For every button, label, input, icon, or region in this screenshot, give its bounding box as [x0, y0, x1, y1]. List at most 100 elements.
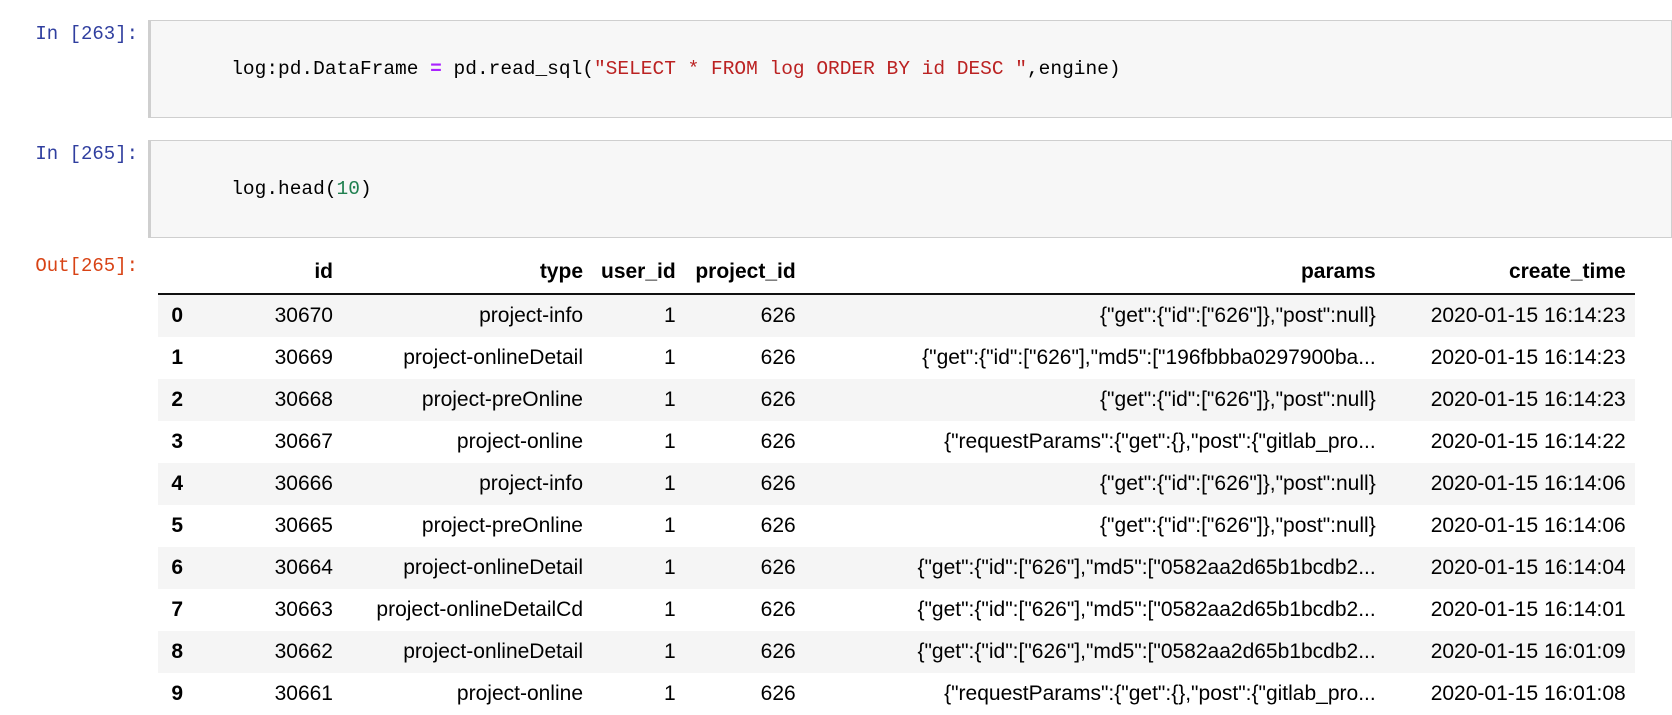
cell-user_id: 1: [664, 304, 676, 327]
code-cell-1[interactable]: In [263]: log:pd.DataFrame = pd.read_sql…: [0, 20, 1672, 118]
code-line-2: log.head(10): [231, 178, 371, 200]
cell-create_time: 2020-01-15 16:14:23: [1430, 304, 1626, 327]
cell-type: project-online: [456, 430, 583, 453]
code-line-1: log:pd.DataFrame = pd.read_sql("SELECT *…: [231, 58, 1120, 80]
row-index: 2: [171, 388, 183, 411]
cell-type: project-preOnline: [421, 388, 583, 411]
column-header-user_id: user_id: [592, 254, 685, 295]
cell-params: {"get":{"id":["626"],"md5":["0582aa2d65b…: [917, 640, 1376, 663]
output-prompt: Out[265]:: [35, 255, 138, 277]
table-header: id type user_id project_id params create…: [158, 254, 1635, 295]
cell-user_id: 1: [664, 640, 676, 663]
cell-user_id: 1: [664, 388, 676, 411]
cell-project_id: 626: [760, 304, 796, 327]
cell-user_id: 1: [664, 430, 676, 453]
cell-user_id: 1: [664, 514, 676, 537]
cell-params: {"get":{"id":["626"]},"post":null}: [1100, 514, 1376, 537]
cell-type: project-info: [479, 304, 583, 327]
row-index: 6: [171, 556, 183, 579]
column-header-params: params: [804, 254, 1385, 295]
input-prompt-2: In [265]:: [35, 143, 138, 165]
cell-create_time: 2020-01-15 16:14:22: [1430, 430, 1626, 453]
output-body: id type user_id project_id params create…: [148, 252, 1672, 715]
code-token-plain: log:pd.DataFrame: [231, 58, 431, 80]
column-header-id: id: [192, 254, 342, 295]
cell-type: project-preOnline: [421, 514, 583, 537]
cell-type: project-onlineDetail: [403, 640, 583, 663]
cell-params: {"requestParams":{"get":{},"post":{"gitl…: [944, 682, 1376, 705]
header-row: id type user_id project_id params create…: [158, 254, 1635, 295]
cell-user_id: 1: [664, 682, 676, 705]
cell-user_id: 1: [664, 472, 676, 495]
cell-create_time: 2020-01-15 16:14:04: [1430, 556, 1626, 579]
cell-create_time: 2020-01-15 16:14:01: [1430, 598, 1626, 621]
code-token-plain: pd.read_sql(: [441, 58, 594, 80]
cell-create_time: 2020-01-15 16:14:23: [1430, 388, 1626, 411]
code-token-num: 10: [336, 178, 360, 200]
column-header-project_id: project_id: [684, 254, 805, 295]
cell-id: 30661: [274, 682, 333, 705]
cell-id: 30665: [274, 514, 333, 537]
code-token-op: =: [430, 58, 442, 80]
row-index: 5: [171, 514, 183, 537]
cell-user_id: 1: [664, 346, 676, 369]
cell-create_time: 2020-01-15 16:14:06: [1430, 514, 1626, 537]
index-header: [158, 254, 192, 295]
cell-create_time: 2020-01-15 16:14:06: [1430, 472, 1626, 495]
cell-project_id: 626: [760, 556, 796, 579]
cell-project_id: 626: [760, 640, 796, 663]
input-prompt-1: In [263]:: [35, 23, 138, 45]
table-row: 2 30668 project-preOnline 1 626 {"get":{"id":…: [158, 379, 1635, 421]
cell-create_time: 2020-01-15 16:14:23: [1430, 346, 1626, 369]
cell-project_id: 626: [760, 346, 796, 369]
cell-params: {"get":{"id":["626"],"md5":["0582aa2d65b…: [917, 556, 1376, 579]
code-editor-2[interactable]: log.head(10): [148, 140, 1672, 238]
row-index: 4: [171, 472, 183, 495]
column-header-create_time: create_time: [1384, 254, 1635, 295]
cell-id: 30669: [274, 346, 333, 369]
code-cell-2[interactable]: In [265]: log.head(10): [0, 140, 1672, 238]
cell-id: 30667: [274, 430, 333, 453]
cell-params: {"get":{"id":["626"]},"post":null}: [1100, 304, 1376, 327]
cell-id: 30664: [274, 556, 333, 579]
table-row: 5 30665 project-preOnline 1 626 {"get":{"id":…: [158, 505, 1635, 547]
code-editor-1[interactable]: log:pd.DataFrame = pd.read_sql("SELECT *…: [148, 20, 1672, 118]
cell-id: 30663: [274, 598, 333, 621]
cell-type: project-onlineDetail: [403, 556, 583, 579]
cell-create_time: 2020-01-15 16:01:09: [1430, 640, 1626, 663]
column-header-type: type: [342, 254, 592, 295]
row-index: 9: [171, 682, 183, 705]
code-token-plain: ,engine): [1026, 58, 1121, 80]
cell-params: {"get":{"id":["626"],"md5":["0582aa2d65b…: [917, 598, 1376, 621]
cell-user_id: 1: [664, 598, 676, 621]
code-token-plain: log.head(: [231, 178, 337, 200]
cell-type: project-onlineDetailCd: [376, 598, 583, 621]
row-index: 0: [171, 304, 183, 327]
code-token-plain: ): [359, 178, 372, 200]
cell-project_id: 626: [760, 388, 796, 411]
cell-create_time: 2020-01-15 16:01:08: [1430, 682, 1626, 705]
cell-params: {"get":{"id":["626"]},"post":null}: [1100, 388, 1376, 411]
cell-user_id: 1: [664, 556, 676, 579]
dataframe-table: id type user_id project_id params create…: [158, 254, 1635, 715]
cell-type: project-info: [479, 472, 583, 495]
table-row: 1 30669 project-onlineDetail 1 626 {"get":{"i…: [158, 337, 1635, 379]
output-area: Out[265]: id: [0, 252, 1672, 715]
cell-project_id: 626: [760, 514, 796, 537]
cell-project_id: 626: [760, 598, 796, 621]
cell-project_id: 626: [760, 430, 796, 453]
table-row: 6 30664 project-onlineDetail 1 626 {"get":{"i…: [158, 547, 1635, 589]
cell-params: {"get":{"id":["626"],"md5":["196fbbba029…: [922, 346, 1376, 369]
cell-type: project-onlineDetail: [403, 346, 583, 369]
cell-id: 30668: [274, 388, 333, 411]
cell-project_id: 626: [760, 682, 796, 705]
cell-params: {"get":{"id":["626"]},"post":null}: [1100, 472, 1376, 495]
row-index: 1: [171, 346, 183, 369]
dataframe-wrapper: id type user_id project_id params create…: [148, 252, 1672, 715]
